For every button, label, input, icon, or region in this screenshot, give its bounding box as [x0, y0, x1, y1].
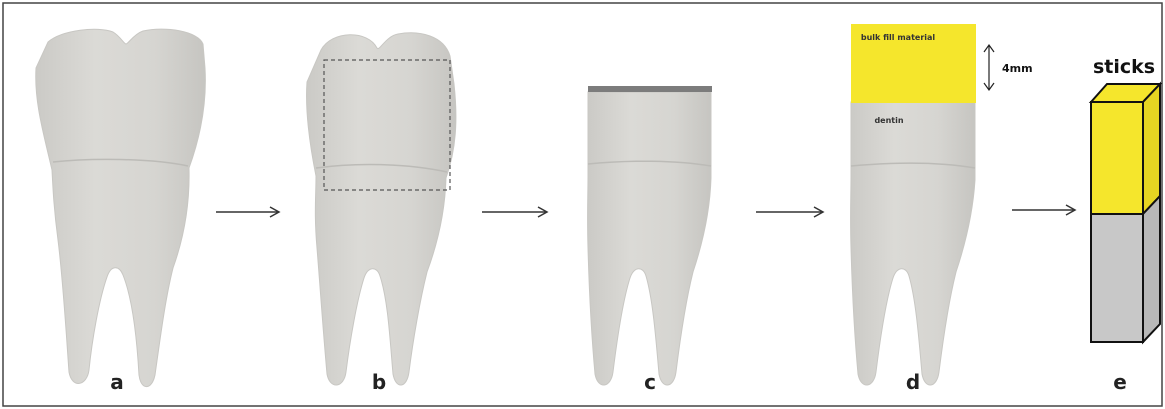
depth-label: 4mm: [1002, 62, 1033, 75]
tooth-b: [307, 33, 456, 385]
panel-label-c: c: [644, 370, 656, 394]
right-arrow-icon: [482, 207, 547, 217]
sticks-label: sticks: [1093, 56, 1155, 78]
panel-label-a: a: [110, 370, 124, 394]
right-arrow-icon: [216, 207, 279, 217]
stick-side-composite: [1143, 84, 1160, 214]
tooth-a: [36, 29, 206, 387]
panel-d: bulk fill material dentin 4mm d: [851, 24, 1033, 394]
panel-c: c: [588, 86, 712, 394]
tooth-d: [851, 102, 975, 385]
panel-b: b: [307, 33, 456, 394]
cut-surface: [588, 86, 712, 92]
stick-side-dentin: [1143, 196, 1160, 342]
stick-dentin-segment: [1091, 214, 1143, 342]
right-arrow-icon: [756, 207, 823, 217]
panel-a: a: [36, 29, 206, 394]
bulk-fill-label: bulk fill material: [861, 33, 936, 42]
stick-composite-segment: [1091, 102, 1143, 214]
panel-label-e: e: [1113, 370, 1127, 394]
dentin-label: dentin: [874, 116, 903, 125]
tooth-c: [588, 92, 711, 385]
double-arrow-icon: [984, 45, 994, 90]
panel-label-b: b: [372, 370, 386, 394]
right-arrow-icon: [1012, 205, 1075, 215]
panel-e: sticks e: [1091, 56, 1160, 394]
panel-label-d: d: [906, 370, 920, 394]
